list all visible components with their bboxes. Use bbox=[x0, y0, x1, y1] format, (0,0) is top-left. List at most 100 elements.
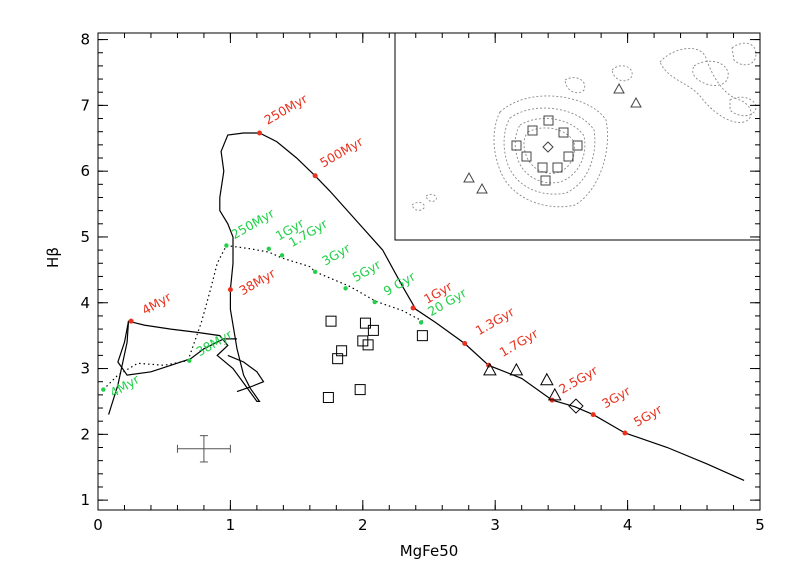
green-age-point bbox=[187, 358, 192, 363]
plot-frame bbox=[97, 32, 761, 511]
y-tick-label: 4 bbox=[80, 294, 90, 312]
square-marker bbox=[322, 391, 334, 403]
y-tick-label: 8 bbox=[80, 31, 90, 49]
triangle-marker bbox=[483, 362, 497, 376]
green-age-label: 5Gyr bbox=[350, 256, 384, 285]
triangle-marker bbox=[539, 372, 554, 386]
series-layer bbox=[102, 132, 745, 481]
marker-layer bbox=[101, 130, 628, 463]
square-marker bbox=[336, 345, 348, 357]
red-age-label: 4Myr bbox=[139, 289, 174, 318]
x-tick-label: 2 bbox=[358, 516, 368, 534]
contour-blob-5 bbox=[731, 42, 757, 66]
red-age-point bbox=[410, 305, 416, 311]
inset-markers bbox=[463, 82, 642, 194]
inset-square bbox=[521, 151, 532, 162]
x-tick-label: 4 bbox=[623, 516, 633, 534]
contour-blob-6 bbox=[729, 96, 757, 117]
red-age-point bbox=[462, 341, 468, 347]
square-marker bbox=[367, 324, 379, 336]
green-age-point bbox=[343, 286, 348, 291]
inset-square bbox=[572, 140, 583, 151]
inset-diamond bbox=[542, 141, 554, 153]
red-age-label: 38Myr bbox=[236, 265, 278, 298]
inset-frame bbox=[394, 32, 761, 241]
green-age-point bbox=[418, 320, 424, 325]
y-tick-label: 1 bbox=[80, 491, 90, 509]
red-age-label: 250Myr bbox=[262, 91, 311, 128]
contour-blob-7 bbox=[411, 201, 425, 211]
red-age-label: 3Gyr bbox=[599, 383, 633, 412]
diamond-marker bbox=[568, 398, 584, 414]
green-age-label: 9 Gyr bbox=[381, 268, 419, 298]
contour-blob-8 bbox=[425, 193, 437, 202]
green-age-point bbox=[372, 299, 377, 305]
green-age-point bbox=[312, 269, 318, 275]
red-age-point bbox=[128, 318, 134, 324]
contour-blob-3 bbox=[659, 48, 752, 123]
green-age-point bbox=[224, 243, 229, 248]
inset-triangle bbox=[630, 96, 642, 108]
square-marker bbox=[332, 353, 344, 365]
green-age-point bbox=[101, 387, 106, 392]
y-tick-label: 5 bbox=[80, 228, 90, 246]
contour-core bbox=[523, 127, 576, 174]
red-age-label: 5Gyr bbox=[631, 401, 665, 430]
square-marker bbox=[359, 317, 371, 329]
green-age-label: 3Gyr bbox=[319, 240, 353, 269]
x-axis-title: MgFe50 bbox=[400, 542, 459, 560]
inset-square bbox=[511, 140, 522, 151]
inset-square bbox=[558, 127, 569, 138]
red-age-label: 1.3Gyr bbox=[473, 304, 518, 338]
x-tick-label: 1 bbox=[226, 516, 236, 534]
square-marker bbox=[362, 339, 374, 351]
green-age-label: 250Myr bbox=[228, 205, 277, 242]
inset-contours bbox=[411, 42, 757, 211]
square-marker bbox=[354, 384, 366, 396]
x-tick-label: 0 bbox=[93, 516, 103, 534]
y-tick-label: 7 bbox=[80, 96, 90, 114]
y-tick-label: 6 bbox=[80, 162, 90, 180]
green-age-label: 4Myr bbox=[107, 371, 142, 400]
contour-blob-1 bbox=[611, 65, 633, 82]
contour-blob-2 bbox=[564, 77, 586, 94]
x-tick-label: 3 bbox=[490, 516, 500, 534]
x-tick-label: 5 bbox=[755, 516, 765, 534]
y-axis-title: Hβ bbox=[44, 247, 62, 268]
inset-triangle bbox=[463, 171, 475, 183]
inset-square bbox=[537, 162, 548, 173]
triangle-marker bbox=[547, 387, 562, 401]
inset-square bbox=[563, 151, 574, 162]
track-line-solid bbox=[108, 132, 745, 481]
red-age-point bbox=[227, 287, 233, 293]
contour-blob-4 bbox=[692, 60, 729, 86]
red-age-label: 2.5Gyr bbox=[556, 362, 601, 396]
red-age-point bbox=[622, 430, 628, 436]
triangle-marker bbox=[509, 362, 524, 376]
red-age-point bbox=[257, 130, 263, 136]
inset-triangle bbox=[613, 82, 625, 94]
red-age-label: 1.7Gyr bbox=[497, 325, 542, 359]
inset-square bbox=[540, 175, 551, 186]
y-tick-label: 2 bbox=[80, 425, 90, 443]
green-age-point bbox=[266, 246, 271, 252]
red-age-point bbox=[590, 412, 596, 418]
track-line-solid bbox=[227, 354, 265, 393]
y-tick-label: 3 bbox=[80, 360, 90, 378]
inset-square bbox=[543, 115, 554, 126]
red-age-label: 500Myr bbox=[317, 133, 366, 170]
contour-outer bbox=[493, 95, 608, 208]
square-marker bbox=[325, 315, 337, 327]
inset-panel bbox=[394, 32, 761, 241]
inset-square bbox=[552, 162, 563, 173]
contour-mid bbox=[503, 107, 596, 195]
green-age-label: 38Myr bbox=[193, 326, 235, 359]
track-line-solid bbox=[117, 321, 237, 376]
green-age-point bbox=[279, 253, 285, 258]
red-age-point bbox=[312, 173, 318, 179]
inset-square bbox=[527, 125, 538, 136]
square-marker bbox=[416, 330, 428, 342]
inset-triangle bbox=[476, 182, 488, 194]
